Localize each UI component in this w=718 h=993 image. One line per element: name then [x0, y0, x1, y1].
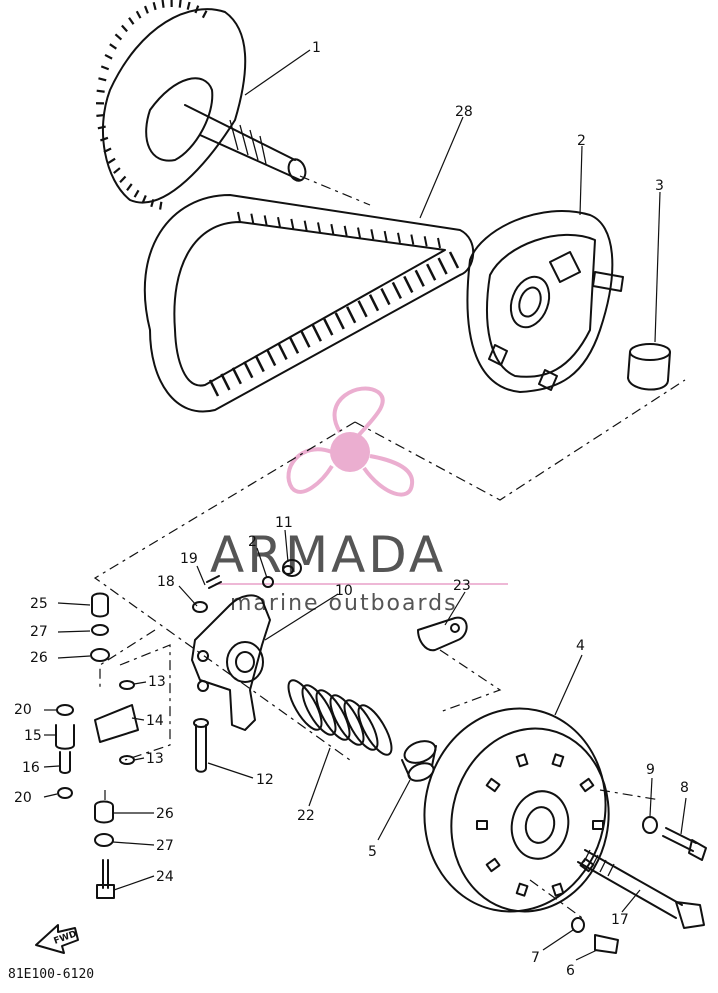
diagram-code: 81E100-6120 [8, 967, 94, 982]
bolt-and-washer [642, 816, 707, 861]
callout-26-lower: 26 [156, 806, 174, 822]
callout-11: 11 [275, 515, 293, 531]
leader-lines [43, 49, 687, 961]
watermark-brand: ARMADA [210, 526, 446, 584]
spider-arm [191, 594, 271, 731]
pin [193, 718, 209, 773]
callout-26: 26 [30, 650, 48, 666]
callout-23: 23 [453, 578, 471, 594]
callout-18: 18 [157, 574, 175, 590]
callout-15: 15 [24, 728, 42, 744]
propeller-logo-icon [286, 386, 415, 497]
callout-16: 16 [22, 760, 40, 776]
callout-20-lower: 20 [14, 790, 32, 806]
compression-spring [287, 679, 393, 756]
callout-28: 28 [455, 104, 473, 120]
callout-9: 9 [646, 762, 655, 778]
callout-8: 8 [680, 780, 689, 796]
assembly-lines [93, 175, 686, 921]
callout-13: 13 [148, 674, 166, 690]
callout-17: 17 [611, 912, 629, 928]
callout-3: 3 [655, 178, 664, 194]
callout-labels: 1 28 2 3 11 2 19 18 10 23 25 27 26 13 20… [14, 40, 689, 979]
callout-12: 12 [256, 772, 274, 788]
collar-small [401, 740, 437, 782]
long-bolt [577, 849, 705, 929]
callout-4: 4 [576, 638, 585, 654]
small-parts-top [192, 559, 302, 613]
secondary-sheave [423, 707, 610, 913]
left-parts-stack [55, 592, 139, 899]
callout-10: 10 [335, 583, 353, 599]
bracket-clip [417, 616, 468, 652]
callout-7: 7 [531, 950, 540, 966]
primary-sheave [95, 0, 307, 210]
callout-27: 27 [30, 624, 48, 640]
fwd-arrow-icon: FWD [35, 924, 79, 954]
callout-24: 24 [156, 869, 174, 885]
callout-2: 2 [577, 133, 586, 149]
callout-1: 1 [312, 40, 321, 56]
callout-6: 6 [566, 963, 575, 979]
callout-19: 19 [180, 551, 198, 567]
callout-13-lower: 13 [146, 751, 164, 767]
callout-22: 22 [297, 808, 315, 824]
callout-27-lower: 27 [156, 838, 174, 854]
callout-25: 25 [30, 596, 48, 612]
callout-2-small: 2 [248, 534, 257, 550]
sliding-sheave-cover [466, 210, 624, 393]
v-belt [143, 194, 475, 413]
callout-14: 14 [146, 713, 164, 729]
callout-5: 5 [368, 844, 377, 860]
bolt-and-washer-small [571, 917, 619, 954]
callout-20: 20 [14, 702, 32, 718]
collar [627, 343, 671, 391]
